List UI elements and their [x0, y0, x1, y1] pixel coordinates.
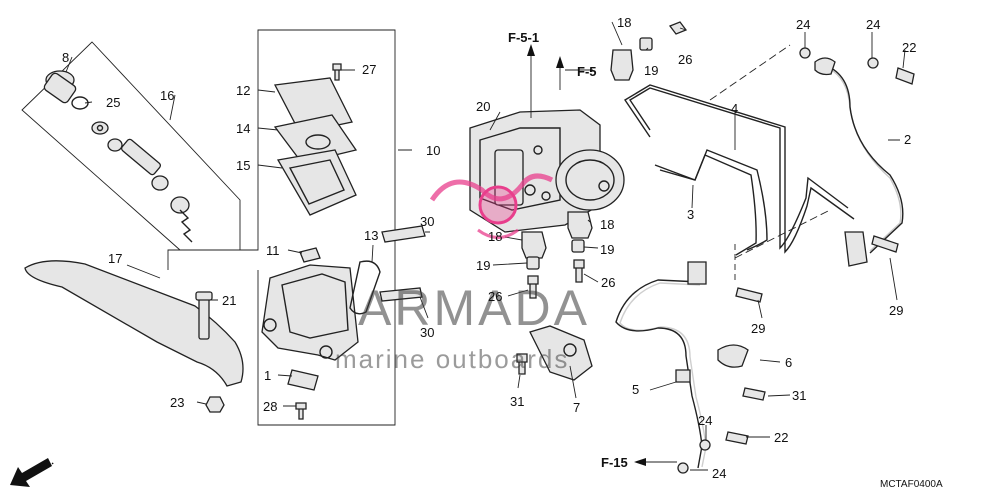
callout-3: 3 — [687, 207, 694, 222]
pivot-bolt — [198, 296, 210, 340]
callout-27: 27 — [362, 62, 376, 77]
callout-26-right: 26 — [601, 275, 615, 290]
bolt-30-upper — [381, 225, 426, 243]
callout-24-c: 24 — [698, 413, 712, 428]
abs-modulator — [469, 44, 625, 233]
callout-26-top: 26 — [678, 52, 692, 67]
callout-24-d: 24 — [712, 466, 726, 481]
callout-17: 17 — [108, 251, 122, 266]
callout-6: 6 — [785, 355, 792, 370]
ref-f-15: F-15 — [601, 455, 628, 470]
watermark-logo — [429, 173, 554, 239]
modulator-mounts — [489, 21, 688, 399]
callout-19-top: 19 — [644, 63, 658, 78]
callout-24-a: 24 — [796, 17, 810, 32]
callout-19-right: 19 — [600, 242, 614, 257]
brake-lines — [565, 32, 915, 474]
callout-15: 15 — [236, 158, 250, 173]
callout-14: 14 — [236, 121, 250, 136]
callout-29-right: 29 — [889, 303, 903, 318]
callout-29-center: 29 — [751, 321, 765, 336]
callout-18-top: 18 — [617, 15, 631, 30]
callout-21: 21 — [222, 293, 236, 308]
kit-outline — [21, 41, 241, 251]
callout-20: 20 — [476, 99, 490, 114]
pivot-nut — [205, 396, 225, 413]
watermark: ARMADA marine outboards — [335, 173, 590, 374]
group-box-outline — [167, 29, 396, 426]
callout-labels: 8 25 16 12 27 14 15 10 17 11 13 30 30 21… — [62, 15, 916, 481]
master-cylinder-body — [261, 260, 381, 361]
bolt-30-lower — [379, 287, 423, 302]
brake-lever — [24, 260, 244, 387]
callout-22-bottom: 22 — [774, 430, 788, 445]
screw-27 — [332, 63, 342, 81]
callout-31-center: 31 — [510, 394, 524, 409]
callout-5: 5 — [632, 382, 639, 397]
master-cylinder-group — [21, 29, 430, 426]
bracket-11 — [299, 247, 321, 263]
switch-1 — [287, 369, 319, 391]
callout-24-b: 24 — [866, 17, 880, 32]
piston-kit — [43, 70, 193, 243]
callout-1: 1 — [264, 368, 271, 383]
screw-28 — [295, 402, 307, 420]
callout-18-left: 18 — [488, 229, 502, 244]
callout-25: 25 — [106, 95, 120, 110]
callout-19-left: 19 — [476, 258, 490, 273]
ref-f-5-1: F-5-1 — [508, 30, 539, 45]
callout-7: 7 — [573, 400, 580, 415]
callout-30-upper: 30 — [420, 214, 434, 229]
diaphragm — [276, 149, 357, 216]
callout-10: 10 — [426, 143, 440, 158]
ref-f-5: F-5 — [577, 64, 597, 79]
callout-22-top: 22 — [902, 40, 916, 55]
diagram-code: MCTAF0400A — [880, 479, 943, 490]
callout-28: 28 — [263, 399, 277, 414]
callout-11: 11 — [266, 243, 280, 258]
direction-label: FR. — [36, 456, 56, 473]
callout-2: 2 — [904, 132, 911, 147]
watermark-brand: ARMADA — [358, 280, 590, 336]
callout-26-left: 26 — [488, 289, 502, 304]
front-direction-arrow — [10, 458, 52, 487]
callout-13: 13 — [364, 228, 378, 243]
callout-23: 23 — [170, 395, 184, 410]
watermark-tagline: marine outboards — [335, 344, 569, 374]
callout-16: 16 — [160, 88, 174, 103]
callout-30-lower: 30 — [420, 325, 434, 340]
callout-31-right: 31 — [792, 388, 806, 403]
callout-8: 8 — [62, 50, 69, 65]
callout-12: 12 — [236, 83, 250, 98]
callout-4: 4 — [731, 101, 738, 116]
callout-18-right: 18 — [600, 217, 614, 232]
